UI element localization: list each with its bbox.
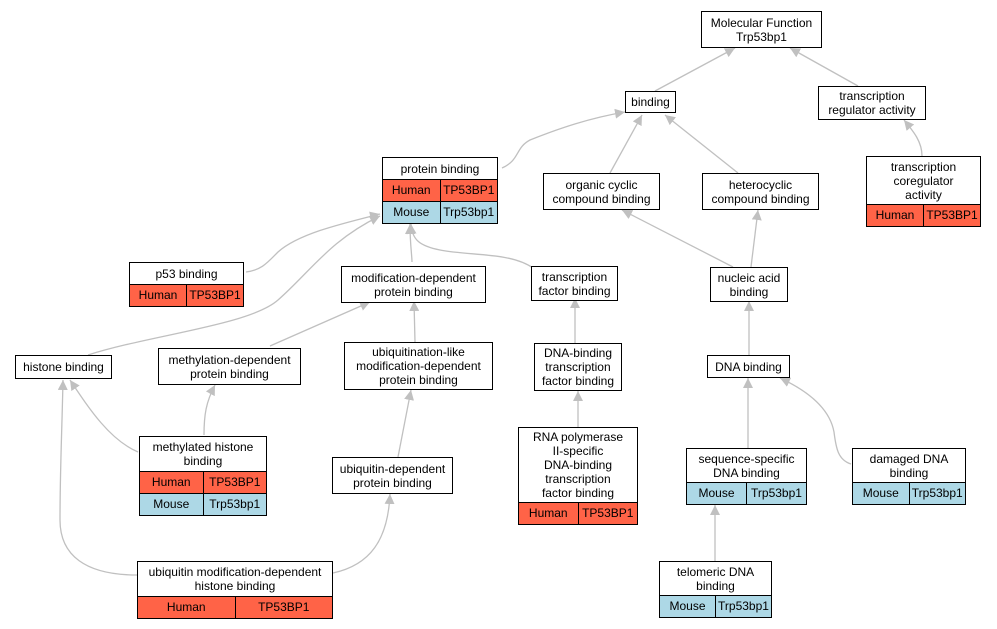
node-title: nucleic acid binding (717, 270, 781, 299)
human-gene-row: Human TP53BP1 (130, 284, 243, 306)
gene-label: TP53BP1 (202, 472, 267, 493)
edge-udpb-ulmdp (397, 389, 415, 458)
node-histone-binding[interactable]: histone binding (15, 355, 112, 379)
human-gene-row: Human TP53BP1 (519, 502, 637, 524)
node-organic-cyclic-compound-binding[interactable]: organic cyclic compound binding (543, 173, 660, 210)
node-title: protein binding (400, 161, 480, 176)
node-title: ubiquitin modification-dependent histone… (148, 565, 322, 593)
node-title: binding (631, 95, 670, 109)
node-ubiquitin-dependent-protein-binding[interactable]: ubiquitin-dependent protein binding (332, 457, 453, 494)
edge-mhb-methdp (203, 384, 216, 436)
mouse-gene-row: Mouse Trp53bp1 (687, 482, 806, 504)
gene-label: TP53BP1 (186, 285, 243, 306)
edge-mhb-hb (69, 379, 139, 453)
node-molecular-function[interactable]: Molecular Function Trp53bp1 (701, 11, 822, 48)
node-nucleic-acid-binding[interactable]: nucleic acid binding (710, 267, 788, 302)
species-label: Mouse (862, 486, 899, 500)
edge-ddb-dnab (779, 377, 852, 465)
edge-methdp-mdp (269, 301, 371, 347)
node-dna-binding[interactable]: DNA binding (707, 355, 790, 378)
gene-label: Trp53bp1 (202, 494, 267, 515)
node-transcription-regulator-activity[interactable]: transcription regulator activity (818, 86, 926, 120)
gene-label: TP53BP1 (439, 180, 498, 201)
node-title: transcription regulator activity (828, 89, 916, 117)
mouse-gene-row: Mouse Trp53bp1 (660, 595, 771, 617)
edge-umdhb-hb (57, 379, 138, 576)
node-title: methylated histone binding (152, 440, 254, 468)
edge-nab-occ (621, 209, 734, 268)
node-modification-dependent-protein-binding[interactable]: modification-dependent protein binding (341, 266, 486, 303)
node-title: transcription factor binding (538, 269, 611, 298)
species-label: Human (391, 183, 431, 197)
node-title: DNA binding (715, 359, 782, 374)
node-binding[interactable]: binding (625, 91, 676, 113)
node-title: RNA polymerase II-specific DNA-binding t… (532, 430, 624, 500)
node-title: DNA-binding transcription factor binding (541, 346, 615, 388)
species-label: Mouse (669, 599, 706, 613)
edge-occ-binding (609, 114, 643, 174)
mouse-gene-row: Mouse Trp53bp1 (383, 201, 497, 223)
species-label: Human (138, 288, 178, 302)
edge-tca-tra (903, 119, 923, 157)
species-label: Mouse (698, 486, 735, 500)
gene-label: TP53BP1 (234, 597, 333, 618)
gene-label: Trp53bp1 (715, 596, 771, 617)
node-rna-polymerase-ii-specific-dna-binding-transcription-factor-binding[interactable]: RNA polymerase II-specific DNA-binding t… (518, 427, 638, 525)
gene-label: Trp53bp1 (908, 483, 966, 504)
gene-label: TP53BP1 (577, 503, 638, 524)
node-dna-binding-transcription-factor-binding[interactable]: DNA-binding transcription factor binding (534, 343, 622, 391)
node-title: modification-dependent protein binding (351, 270, 476, 299)
edge-hcc-binding (664, 114, 739, 174)
edge-umdhb-udpb (332, 493, 395, 574)
human-gene-row: Human TP53BP1 (383, 179, 497, 201)
node-title: p53 binding (155, 266, 218, 281)
species-label: Mouse (153, 497, 190, 511)
human-gene-row: Human TP53BP1 (140, 471, 266, 493)
mouse-gene-row: Mouse Trp53bp1 (140, 493, 266, 515)
node-title: Molecular Function Trp53bp1 (710, 15, 813, 44)
species-label: Human (166, 600, 206, 614)
node-title: damaged DNA binding (869, 451, 949, 480)
edge-ulmdp-mdp (409, 300, 420, 343)
human-gene-row: Human TP53BP1 (867, 204, 980, 226)
node-methylation-dependent-protein-binding[interactable]: methylation-dependent protein binding (158, 348, 301, 385)
edge-binding-mf (654, 47, 736, 92)
gene-label: TP53BP1 (923, 205, 980, 226)
node-title: methylation-dependent protein binding (168, 352, 291, 381)
node-title: organic cyclic compound binding (552, 177, 651, 206)
species-label: Human (528, 506, 568, 520)
edge-hb-pb (87, 215, 381, 356)
edge-pb-binding (501, 108, 626, 169)
edge-p53-pb (245, 211, 381, 273)
node-title: transcription coregulator activity (890, 159, 957, 202)
node-title: heterocyclic compound binding (711, 177, 810, 206)
node-title: ubiquitin-dependent protein binding (339, 461, 446, 490)
node-transcription-factor-binding[interactable]: transcription factor binding (531, 266, 618, 301)
mouse-gene-row: Mouse Trp53bp1 (853, 482, 965, 504)
node-ubiquitination-like-modification-dependent-protein-binding[interactable]: ubiquitination-like modification-depende… (344, 342, 493, 390)
node-title: telomeric DNA binding (676, 564, 755, 593)
node-title: ubiquitination-like modification-depende… (356, 345, 481, 387)
node-heterocyclic-compound-binding[interactable]: heterocyclic compound binding (702, 173, 819, 210)
node-title: sequence-specific DNA binding (698, 451, 795, 480)
node-title: histone binding (23, 360, 104, 374)
species-label: Human (151, 475, 191, 489)
human-gene-row: Human TP53BP1 (138, 596, 332, 618)
gene-label: Trp53bp1 (439, 202, 498, 223)
edge-tfb-pb (406, 223, 534, 269)
edge-tra-mf (789, 47, 859, 87)
species-label: Human (875, 208, 915, 222)
edge-nab-hcc (750, 209, 762, 268)
gene-label: Trp53bp1 (746, 483, 806, 504)
node-ubiquitin-modification-dependent-histone-binding[interactable]: ubiquitin modification-dependent histone… (137, 561, 333, 619)
species-label: Mouse (393, 205, 430, 219)
